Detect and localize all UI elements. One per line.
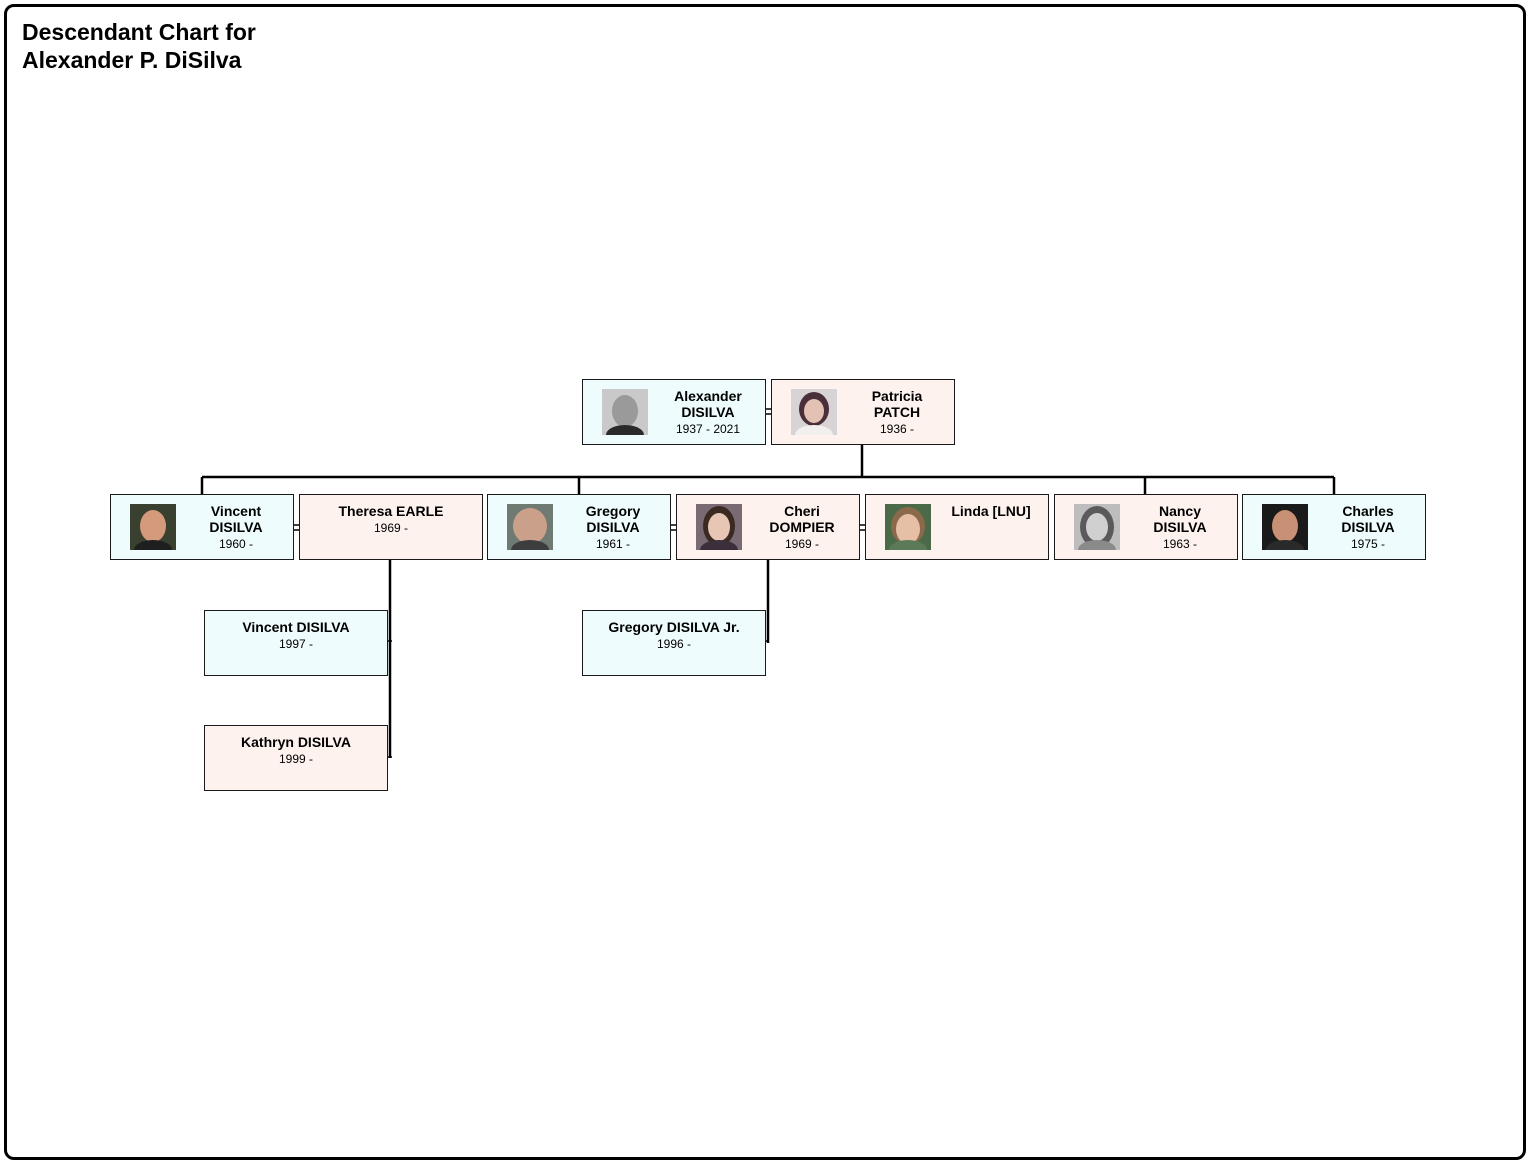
person-dates: 1999 - [278, 752, 314, 766]
person-name-line-2: DISILVA [209, 519, 263, 535]
person-name-line-2: DISILVA [1153, 519, 1207, 535]
person-info: Linda [LNU] [934, 503, 1048, 519]
chart-title-line-2: Alexander P. DiSilva [22, 47, 242, 73]
portrait-woman-icon [885, 504, 931, 550]
portrait-man-icon [507, 504, 553, 550]
person-box-charles-disilva[interactable]: Charles DISILVA 1975 - [1242, 494, 1426, 560]
person-box-kathryn-disilva[interactable]: Kathryn DISILVA 1999 - [204, 725, 388, 791]
person-name-line-2: DOMPIER [769, 519, 835, 535]
person-name-line-1: Kathryn DISILVA [241, 734, 351, 750]
person-dates: 1961 - [595, 537, 631, 551]
person-info: Gregory DISILVA Jr. 1996 - [583, 619, 765, 651]
person-name-line-1: Theresa EARLE [338, 503, 444, 519]
person-name-line-1: Cheri [784, 503, 820, 519]
person-info: Patricia PATCH 1936 - [840, 388, 954, 436]
person-box-patricia-patch[interactable]: Patricia PATCH 1936 - [771, 379, 955, 445]
person-dates: 1996 - [656, 637, 692, 651]
chart-title-line-1: Descendant Chart for [22, 19, 256, 45]
portrait-man-icon [1262, 504, 1308, 550]
person-info: Cheri DOMPIER 1969 - [745, 503, 859, 551]
person-box-cheri-dompier[interactable]: Cheri DOMPIER 1969 - [676, 494, 860, 560]
person-dates: 1937 - 2021 [675, 422, 741, 436]
person-name-line-2: PATCH [873, 404, 921, 420]
person-info: Gregory DISILVA 1961 - [556, 503, 670, 551]
person-box-nancy-disilva[interactable]: Nancy DISILVA 1963 - [1054, 494, 1238, 560]
person-dates: 1975 - [1350, 537, 1386, 551]
person-name-line-1: Patricia [871, 388, 923, 404]
person-info: Vincent DISILVA 1960 - [179, 503, 293, 551]
person-box-theresa-earle[interactable]: Theresa EARLE 1969 - [299, 494, 483, 560]
person-name-line-1: Vincent [210, 503, 262, 519]
person-dates: 1969 - [373, 521, 409, 535]
person-box-gregory-disilva-jr[interactable]: Gregory DISILVA Jr. 1996 - [582, 610, 766, 676]
person-name-line-1: Alexander [674, 388, 742, 404]
chart-title: Descendant Chart for Alexander P. DiSilv… [22, 18, 256, 74]
person-dates: 1969 - [784, 537, 820, 551]
person-box-vincent-disilva-1997[interactable]: Vincent DISILVA 1997 - [204, 610, 388, 676]
person-dates: 1960 - [218, 537, 254, 551]
person-name-line-1: Nancy [1158, 503, 1202, 519]
person-name-line-1: Linda [LNU] [951, 503, 1031, 519]
person-name-line-1: Gregory DISILVA Jr. [608, 619, 740, 635]
person-name-line-1: Vincent DISILVA [242, 619, 350, 635]
person-name-line-2: DISILVA [681, 404, 735, 420]
person-name-line-2: DISILVA [1341, 519, 1395, 535]
person-box-linda-lnu[interactable]: Linda [LNU] [865, 494, 1049, 560]
portrait-man-bw-icon [602, 389, 648, 435]
person-info: Theresa EARLE 1969 - [300, 503, 482, 535]
portrait-woman-bw-icon [1074, 504, 1120, 550]
person-dates: 1997 - [278, 637, 314, 651]
person-box-alexander-disilva[interactable]: Alexander DISILVA 1937 - 2021 [582, 379, 766, 445]
person-name-line-1: Gregory [585, 503, 641, 519]
person-box-gregory-disilva[interactable]: Gregory DISILVA 1961 - [487, 494, 671, 560]
person-info: Nancy DISILVA 1963 - [1123, 503, 1237, 551]
person-name-line-1: Charles [1342, 503, 1394, 519]
person-info: Kathryn DISILVA 1999 - [205, 734, 387, 766]
person-info: Alexander DISILVA 1937 - 2021 [651, 388, 765, 436]
portrait-woman-icon [696, 504, 742, 550]
person-box-vincent-disilva[interactable]: Vincent DISILVA 1960 - [110, 494, 294, 560]
person-dates: 1963 - [1162, 537, 1198, 551]
person-name-line-2: DISILVA [586, 519, 640, 535]
chart-frame [4, 4, 1526, 1160]
portrait-man-icon [130, 504, 176, 550]
person-dates: 1936 - [879, 422, 915, 436]
person-info: Vincent DISILVA 1997 - [205, 619, 387, 651]
person-info: Charles DISILVA 1975 - [1311, 503, 1425, 551]
portrait-woman-icon [791, 389, 837, 435]
